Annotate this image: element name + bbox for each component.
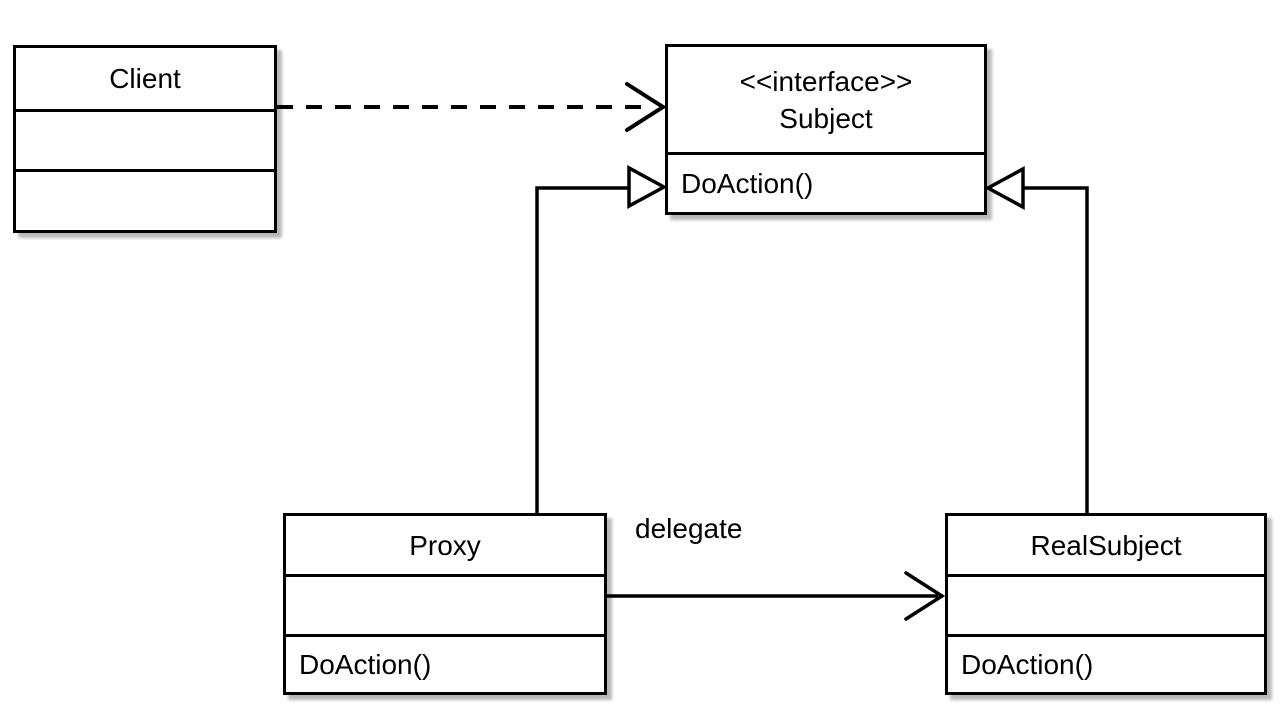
class-box-realsubject: RealSubject DoAction() xyxy=(945,513,1267,695)
realsubject-attributes-compartment xyxy=(948,574,1264,634)
stereotype-label: <<interface>> xyxy=(739,65,913,97)
class-box-subject: <<interface>> Subject DoAction() xyxy=(665,44,987,215)
class-name-client: Client xyxy=(109,63,181,94)
client-attributes-compartment xyxy=(16,109,274,169)
class-name-proxy: Proxy xyxy=(409,529,481,561)
dependency-client-to-subject xyxy=(277,82,667,132)
proxy-method-doaction: DoAction() xyxy=(286,634,604,692)
open-arrowhead-icon xyxy=(625,82,667,132)
subject-method-doaction: DoAction() xyxy=(668,152,984,212)
class-name-subject: Subject xyxy=(779,102,873,134)
hollow-triangle-arrowhead-icon xyxy=(627,165,668,209)
hollow-triangle-arrowhead-icon xyxy=(984,166,1025,210)
realization-realsubject-to-subject xyxy=(984,166,1089,513)
association-label-delegate: delegate xyxy=(635,513,743,544)
realization-line xyxy=(1024,186,1089,513)
class-box-client: Client xyxy=(13,45,277,233)
class-box-proxy: Proxy DoAction() xyxy=(283,513,607,695)
subject-title-compartment: <<interface>> Subject xyxy=(668,47,984,152)
association-proxy-to-realsubject xyxy=(607,571,946,621)
open-arrowhead-icon xyxy=(904,571,946,621)
class-name-realsubject: RealSubject xyxy=(1030,529,1182,561)
realsubject-method-doaction: DoAction() xyxy=(948,634,1264,692)
client-operations-compartment xyxy=(16,169,274,230)
realization-proxy-to-subject xyxy=(535,165,668,513)
proxy-attributes-compartment xyxy=(286,574,604,634)
realization-line xyxy=(535,186,628,513)
